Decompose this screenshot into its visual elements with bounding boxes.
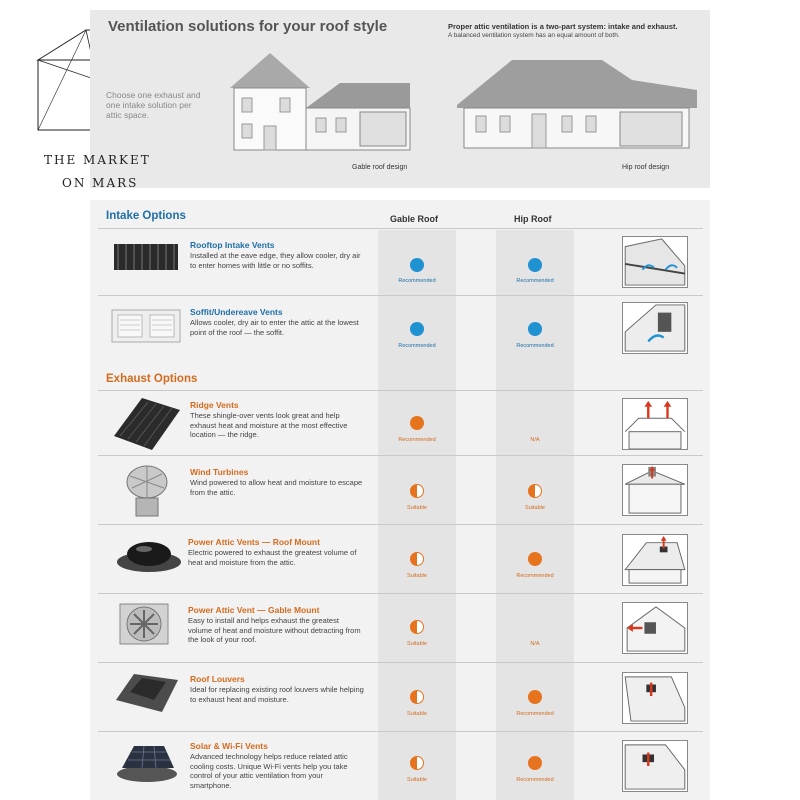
hip-rating: Recommended [516,278,554,284]
gable-mount-diagram-icon [622,602,688,654]
suitable-icon [410,484,424,498]
row-description: Advanced technology helps reduce related… [190,752,348,790]
solar-vent-icon [117,745,177,782]
gable-rating: Suitable [407,505,427,511]
divider [98,731,703,732]
hip-rating: Suitable [525,505,545,511]
col-header-hip: Hip Roof [514,214,552,224]
intake-section-title: Intake Options [106,210,186,222]
banner-note-subtitle: A balanced ventilation system has an equ… [448,32,620,39]
row-description: Electric powered to exhaust the greatest… [188,548,357,567]
hip-rating: Recommended [516,573,554,579]
hip-house-icon [457,60,697,149]
recommended-exhaust-icon [528,690,542,704]
row-title: Ridge Vents [190,400,239,410]
row-description: Wind powered to allow heat and moisture … [190,478,363,497]
row-title: Power Attic Vent — Gable Mount [188,605,320,615]
ventilation-table: Gable Roof Hip Roof Intake Options Rooft… [90,200,710,800]
rooftop-intake-diagram-icon [622,236,688,288]
ridge-vent-diagram-icon [622,398,688,450]
power-attic-vent-roof-icon [117,542,181,572]
divider [98,295,703,296]
suitable-icon [410,552,424,566]
recommended-intake-icon [410,258,424,272]
soffit-diagram-icon [622,302,688,354]
recommended-exhaust-icon [528,756,542,770]
recommended-intake-icon [528,258,542,272]
recommended-intake-icon [410,322,424,336]
wind-turbine-diagram-icon [622,464,688,516]
row-description: Ideal for replacing existing roof louver… [190,685,364,704]
roof-louver-icon [116,674,178,712]
gable-house-icon [230,53,411,151]
choose-instructions: Choose one exhaust and one intake soluti… [106,90,201,120]
row-title: Rooftop Intake Vents [190,240,275,250]
roof-mount-diagram-icon [622,534,688,586]
gable-rating: Recommended [398,343,436,349]
rooftop-intake-vent-icon [114,244,178,270]
row-description: Easy to install and helps exhaust the gr… [188,616,361,644]
row-title: Wind Turbines [190,467,249,477]
suitable-icon [410,756,424,770]
row-description: Installed at the eave edge, they allow c… [190,251,361,270]
gable-rating: Suitable [407,711,427,717]
logo-text-line2: ON MARS [62,176,139,190]
hip-rating: N/A [530,437,540,443]
hip-rating: Recommended [516,711,554,717]
row-title: Solar & Wi-Fi Vents [190,741,268,751]
hip-rating: N/A [530,641,540,647]
divider [98,228,703,229]
hip-rating: Recommended [516,777,554,783]
divider [98,593,703,594]
banner-title: Ventilation solutions for your roof styl… [108,18,388,35]
recommended-exhaust-icon [410,416,424,430]
gable-caption: Gable roof design [352,164,408,171]
banner: Ventilation solutions for your roof styl… [90,10,710,188]
divider [98,455,703,456]
row-title: Power Attic Vents — Roof Mount [188,537,320,547]
gable-rating: Suitable [407,641,427,647]
wind-turbine-icon [126,465,168,517]
logo-text-line1: THE MARKET [44,153,151,167]
suitable-icon [410,620,424,634]
row-title: Soffit/Undereave Vents [190,307,283,317]
hip-rating: Recommended [516,343,554,349]
hip-caption: Hip roof design [622,164,670,171]
col-header-gable: Gable Roof [390,214,439,224]
gable-rating: Recommended [398,437,436,443]
exhaust-section-title: Exhaust Options [106,373,198,385]
recommended-exhaust-icon [528,552,542,566]
divider [98,390,703,391]
row-title: Roof Louvers [190,674,245,684]
divider [98,524,703,525]
banner-note-title: Proper attic ventilation is a two-part s… [448,22,678,31]
recommended-intake-icon [528,322,542,336]
solar-vent-diagram-icon [622,740,688,792]
gable-rating: Suitable [407,777,427,783]
suitable-icon [528,484,542,498]
soffit-vent-icon [111,309,181,343]
gable-rating: Suitable [407,573,427,579]
gable-rating: Recommended [398,278,436,284]
power-attic-vent-gable-icon [119,603,169,645]
row-description: Allows cooler, dry air to enter the atti… [190,318,359,337]
ridge-vent-icon [114,398,180,450]
row-description: These shingle-over vents look great and … [190,411,348,439]
roof-louver-diagram-icon [622,672,688,724]
divider [98,662,703,663]
suitable-icon [410,690,424,704]
